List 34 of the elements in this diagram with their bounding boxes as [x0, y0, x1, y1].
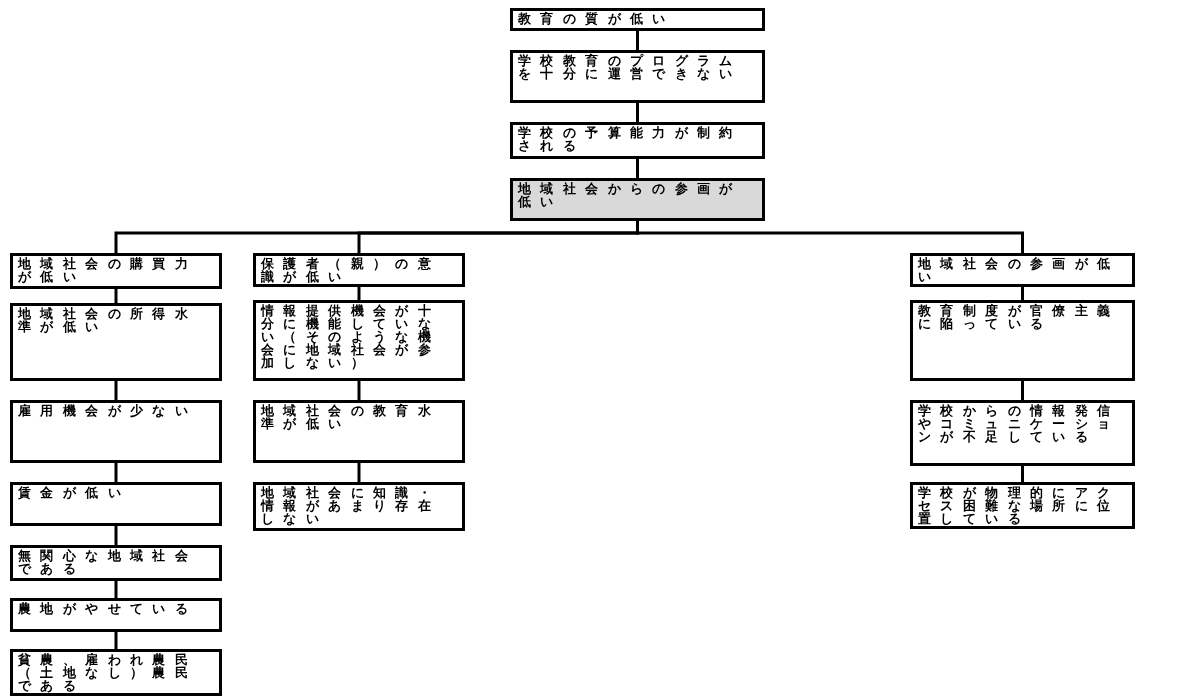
connector-line	[1021, 381, 1024, 400]
cause-box: 保護者（親）の意識が低い	[253, 253, 465, 287]
cause-box: 教育の質が低い	[510, 8, 765, 31]
cause-box: 学校教育のプログラムを十分に運営できない	[510, 50, 765, 103]
connector-line	[357, 463, 361, 482]
cause-box: 地域社会の購買力が低い	[10, 253, 222, 289]
cause-box: 地域社会の所得水準が低い	[10, 303, 222, 381]
connector-line	[636, 159, 639, 178]
connector-line	[114, 526, 118, 545]
connector-line	[357, 286, 361, 300]
connector-line	[114, 581, 118, 598]
cause-box: 賃金が低い	[10, 482, 222, 526]
cause-box: 地域社会の参画が低い	[910, 253, 1135, 287]
connector-line	[636, 31, 639, 50]
connector-line	[1021, 466, 1024, 482]
cause-box: 学校が物理的にアクセス困難な場所に位置している	[910, 482, 1135, 529]
cause-box: 学校からの情報発信やコミュニケーションが不足している	[910, 400, 1135, 466]
connector-line	[636, 221, 1024, 253]
connector-line	[114, 632, 118, 649]
cause-box: 地域社会に知識・情報があまり存在しない	[253, 482, 465, 531]
cause-box: 農地がやせている	[10, 598, 222, 632]
cause-box: 学校の予算能力が制約される	[510, 122, 765, 159]
cause-box: 雇用機会が少ない	[10, 400, 222, 463]
connector-line	[636, 103, 639, 122]
cause-box: 情報提供機会が十分に機能していない（そのような機会に地域社会が参加しない）	[253, 300, 465, 381]
connector-line	[114, 289, 118, 303]
connector-line	[357, 381, 361, 400]
cause-box: 無関心な地域社会である	[10, 545, 222, 581]
cause-box: 地域社会からの参画が低い	[510, 178, 765, 221]
connector-line	[114, 381, 118, 400]
cause-box: 教育制度が官僚主義に陥っている	[910, 300, 1135, 381]
connector-line	[114, 463, 118, 482]
cause-box: 地域社会の教育水準が低い	[253, 400, 465, 463]
cause-box: 貧農、雇われ農民（土地なし）農民である	[10, 649, 222, 696]
